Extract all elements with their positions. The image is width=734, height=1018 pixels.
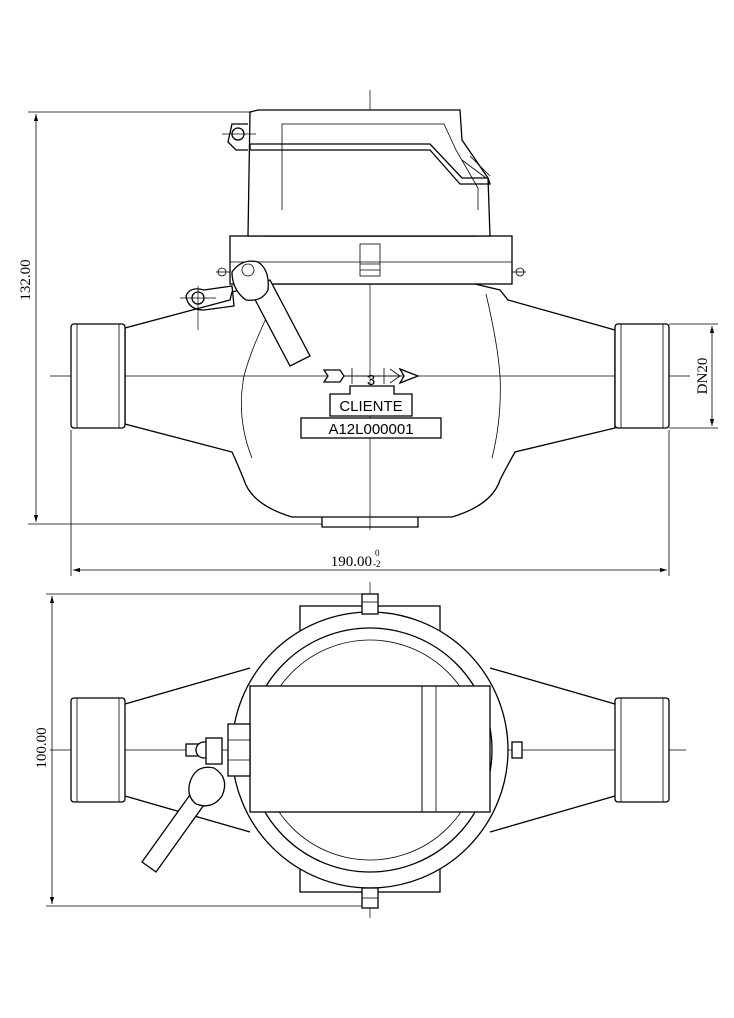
client-label: CLIENTE [339,398,402,415]
front-view: 3 CLIENTE A12L000001 132.00 190.00 0 -2 … [18,90,718,576]
flange-center-bolt [359,243,381,277]
flange-bolt-right-head [515,267,525,277]
right-connector [614,323,670,429]
top-seal-handle [141,737,226,873]
height-dimension-text: 132.00 [18,259,34,300]
register-lid-inner [281,123,479,210]
flow-class-label: 3 [367,372,375,389]
top-register-hinge [421,685,437,813]
top-bolt-east [511,741,523,759]
width-tolerance-lower: -2 [373,559,381,569]
width-tolerance-upper: 0 [375,548,380,558]
seal-handle [231,260,311,367]
serial-plate [300,417,442,439]
bottom-boss [321,517,419,528]
top-register-housing [249,685,491,813]
top-bolt-north [361,593,379,615]
serial-number: A12L000001 [328,421,413,438]
top-right-connector [614,697,670,803]
top-height-dimension-text: 100.00 [34,727,50,768]
register-lid [247,109,491,237]
lid-hinge-band [249,143,491,185]
top-hinge-block [227,723,251,777]
dn-dimension-text: DN20 [695,358,711,395]
body-inner-curve-right [485,293,501,459]
meter-body-outline [124,283,616,518]
width-dimension-text: 190.00 [331,554,372,570]
lid-latch [461,155,491,179]
left-connector [70,323,126,429]
flange-bolt-left-head [217,267,227,277]
lid-hinge-ear [227,123,248,151]
top-left-connector [70,697,126,803]
top-body-right [489,667,616,833]
body-inner-curve-left [240,293,279,459]
client-tag [329,385,413,417]
flow-direction-arrow [322,367,420,385]
register-flange [229,235,513,285]
seal-lug [185,285,235,311]
top-view: 100.00 [34,582,686,918]
